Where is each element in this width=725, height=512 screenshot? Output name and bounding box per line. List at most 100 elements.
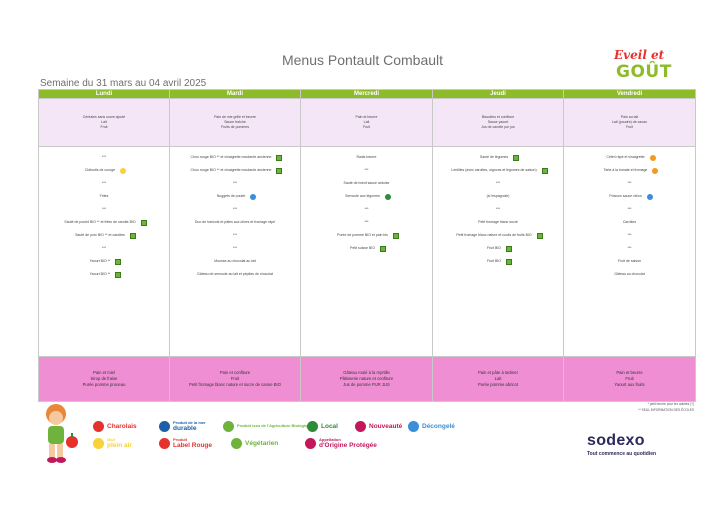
menu-item: Frites xyxy=(97,190,112,203)
menu-item: Sauté de légumes xyxy=(477,151,520,164)
menu-item-label: Lentilles (avec carottes, oignons et lég… xyxy=(451,168,537,172)
menu-item-label: Nuggets de poulet xyxy=(216,194,246,198)
menu-item-label: Gâteau de semoule au lait et pépites de … xyxy=(197,272,273,276)
menu-item: *** xyxy=(624,242,634,255)
legend-decongele: Décongelé xyxy=(408,421,455,432)
orange-label-icon xyxy=(652,167,659,174)
menu-item-label: Sauté de bœuf sauce ardoise xyxy=(343,181,390,185)
organic-label-icon xyxy=(140,219,147,226)
menu-item: Pain et pâte à tartiner xyxy=(477,370,519,375)
aop-icon xyxy=(305,438,316,449)
legend-charolais: Charolais xyxy=(93,421,137,432)
day-header: Vendredi xyxy=(563,89,696,99)
brand-tagline: Tout commence au quotidien xyxy=(587,451,657,457)
menu-item: Sauté de poulet BIO ** et frites de caro… xyxy=(61,216,147,229)
menu-item: *** xyxy=(624,177,634,190)
menu-item: Fruit de saison xyxy=(615,255,644,268)
orange-label-icon xyxy=(649,154,656,161)
menu-item-label: Petit fromage blanc sucré xyxy=(478,220,518,224)
menu-item: Petit fromage blanc nature et sucre de c… xyxy=(189,382,281,387)
charolais-icon xyxy=(93,421,104,432)
menu-item: Fruit xyxy=(363,125,370,129)
menu-item-label: *** xyxy=(364,168,369,172)
menu-item: Lait xyxy=(101,120,107,124)
menu-item-label: Purée de pomme BIO et pain bis xyxy=(337,233,388,237)
menu-item-label: *** xyxy=(627,233,632,237)
organic-label-icon xyxy=(506,258,512,265)
organic-label-icon xyxy=(513,154,520,161)
menu-item-label: Sauté de porc BIO ** et carottes xyxy=(75,233,125,237)
vegetarien-icon xyxy=(231,438,242,449)
menu-item-label: *** xyxy=(232,181,238,185)
peche-durable-icon xyxy=(159,421,170,432)
menu-item: Purée pomme abricot xyxy=(477,382,519,387)
menu-item: Gâteau de semoule au lait et pépites de … xyxy=(194,268,276,281)
legend-label-small: Produit xyxy=(173,437,187,443)
day-header: Lundi xyxy=(38,89,170,99)
menu-item: Carottes xyxy=(620,216,639,229)
menu-item: Céréales sans sucre ajouté xyxy=(82,115,126,119)
logo-line1: Eveil et xyxy=(614,48,665,62)
menu-item: *** xyxy=(99,151,109,164)
menu-item: Lait xyxy=(363,120,370,124)
legend-vegetarien: Végétarien xyxy=(231,438,278,449)
menu-item-label: Mousse au chocolat au lait xyxy=(214,259,256,263)
legend-label-small: Œuf xyxy=(107,437,115,443)
menu-item: Yaourt BIO ** xyxy=(87,255,122,268)
menu-item: Sauce yaourt xyxy=(487,120,509,124)
egg-label-icon xyxy=(120,167,127,174)
menu-item: Pain au lait xyxy=(620,115,639,119)
lunch-cell: Radis beurre *** Sauté de bœuf sauce ardoi… xyxy=(300,146,433,357)
menu-item: Pain et beurre xyxy=(355,115,378,119)
menu-item-label: *** xyxy=(101,246,107,250)
menu-item: Sauté de porc BIO ** et carottes xyxy=(72,229,136,242)
blue-label-icon xyxy=(250,193,257,200)
menu-item-label: *** xyxy=(364,220,369,224)
organic-label-icon xyxy=(536,232,543,239)
brand-name: sodexo xyxy=(587,432,645,449)
menu-item: Mousse au chocolat au lait xyxy=(211,255,258,268)
page-title: Menus Pontault Combault xyxy=(281,52,444,68)
day-header: Jeudi xyxy=(432,89,564,99)
label-rouge-icon xyxy=(159,438,170,449)
legend-local: Local xyxy=(307,421,338,432)
menu-item: Yaourt BIO ** xyxy=(87,268,122,281)
menu-item: *** xyxy=(230,203,240,216)
menu-item: Pain et miel xyxy=(93,370,115,375)
menu-item: Petit fromage blanc nature et coulis de … xyxy=(453,229,543,242)
menu-item: (à l'espagnole) xyxy=(484,190,513,203)
local-label-icon xyxy=(384,193,391,200)
menu-item-label: *** xyxy=(232,207,238,211)
menu-item-label: *** xyxy=(101,155,107,159)
menu-item: Lait (poudre) de cacao xyxy=(611,120,648,124)
menu-item: Biscottes et confiture xyxy=(481,115,515,119)
organic-label-icon xyxy=(115,271,122,278)
menu-item: Purée pomme pruneau xyxy=(82,382,126,387)
oeuf-plein-air-icon xyxy=(93,438,104,449)
menu-item-label: *** xyxy=(495,181,501,185)
menu-item-label: Gâteau au chocolat xyxy=(614,272,645,276)
menu-item: Purée de pomme BIO et pain bis xyxy=(334,229,399,242)
menu-item: *** xyxy=(624,229,634,242)
menu-item: Jus de carotte pur jus xyxy=(481,125,515,129)
menu-item: Radis beurre xyxy=(353,151,379,164)
legend-bio: Produit issu de l'Agriculture Biologique xyxy=(223,421,312,432)
menu-item: Pain de mie grillé et beurre xyxy=(214,115,256,119)
menu-item-label: Chou rouge BIO ** et vinaigrette moutard… xyxy=(190,155,272,159)
footnote: * petit beurre pour les adultes (?) xyxy=(647,402,694,406)
day-header: Mercredi xyxy=(300,89,433,99)
menu-item: *** xyxy=(493,177,503,190)
menu-item: Lentilles (avec carottes, oignons et lég… xyxy=(448,164,548,177)
footnotes: * petit beurre pour les adultes (?) ** S… xyxy=(638,401,694,413)
menu-item: *** xyxy=(361,164,371,177)
menu-item-label: Clafoutis de courge xyxy=(84,168,116,172)
menu-item: Petit fromage blanc sucré xyxy=(475,216,521,229)
eveil-et-gout-logo: Eveil et GOÛT xyxy=(612,48,672,84)
